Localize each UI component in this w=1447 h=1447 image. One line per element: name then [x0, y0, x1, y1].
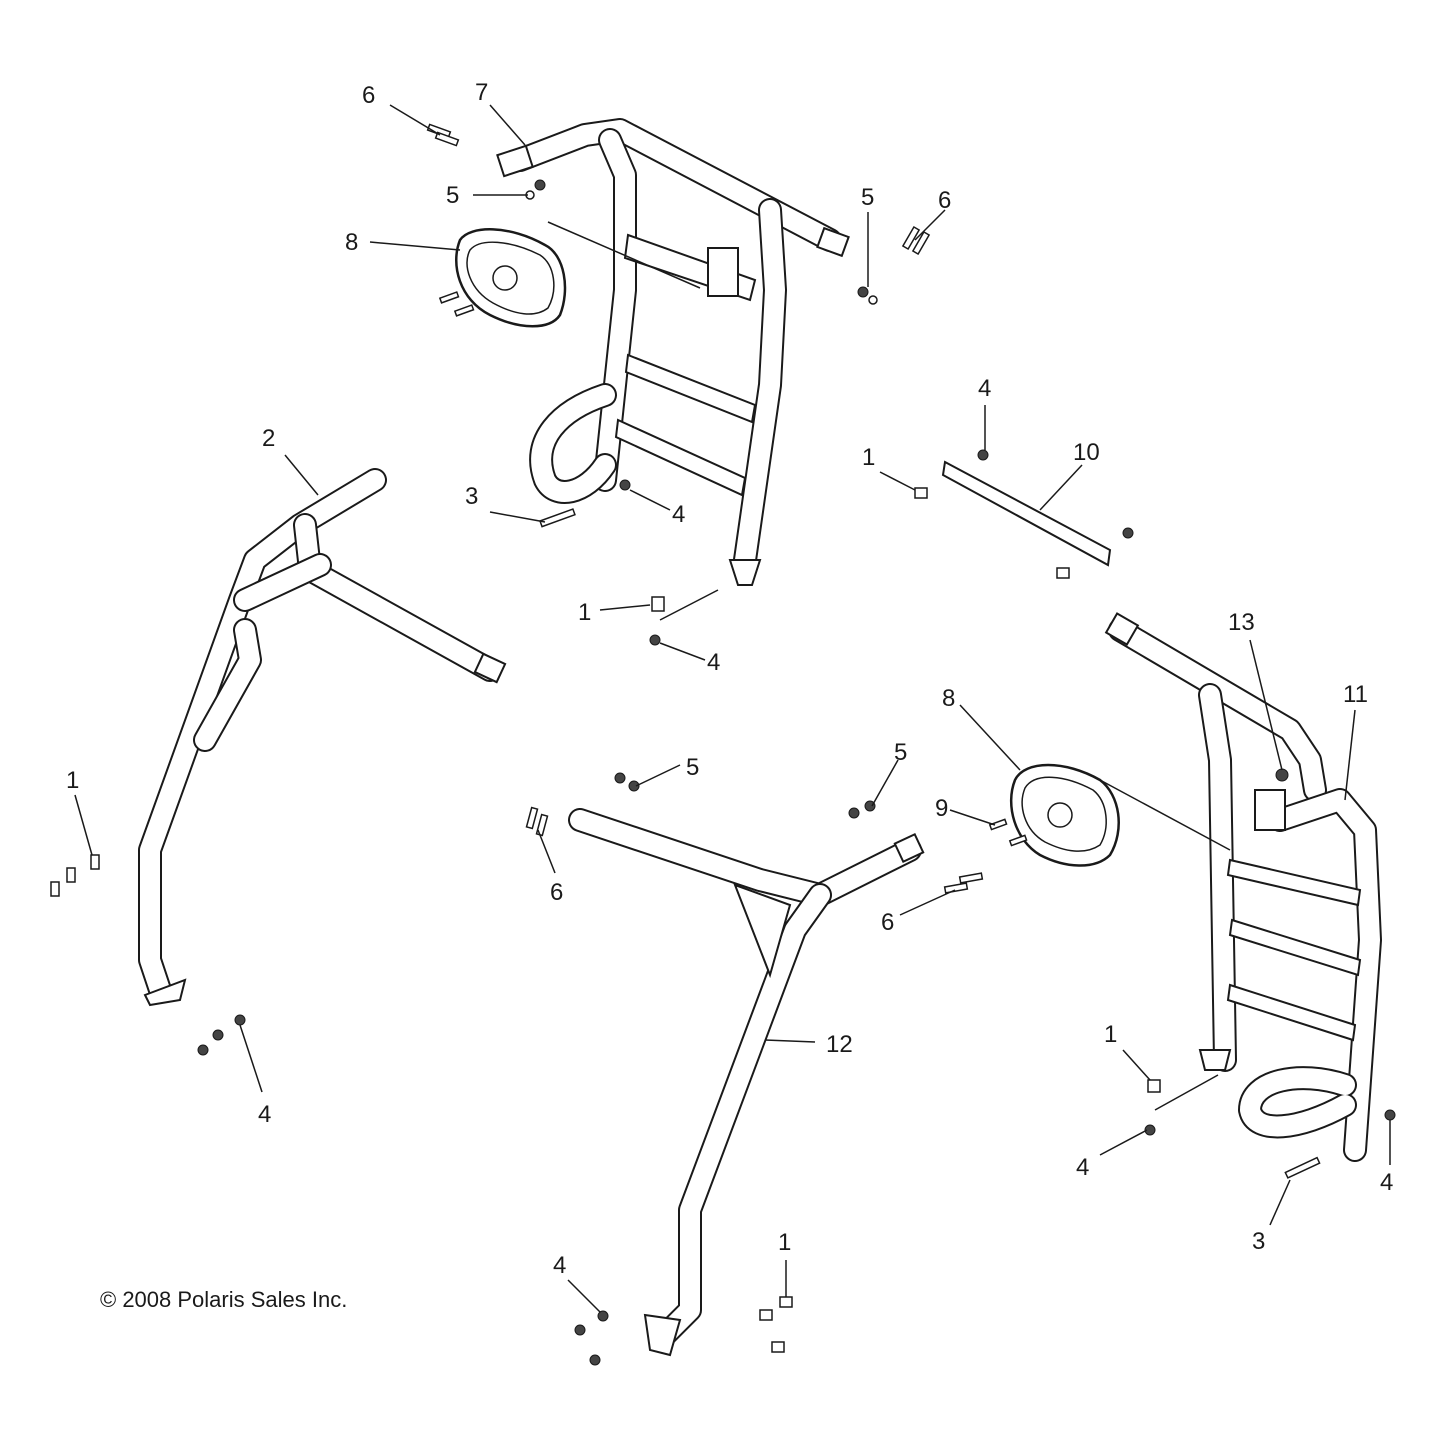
callout-8: 8	[942, 685, 955, 712]
callout-4: 4	[258, 1101, 271, 1128]
callout-1: 1	[578, 599, 591, 626]
callout-12: 12	[826, 1031, 853, 1058]
callout-3: 3	[465, 483, 478, 510]
callout-4: 4	[672, 501, 685, 528]
callout-5: 5	[861, 184, 874, 211]
callout-1: 1	[862, 444, 875, 471]
leader-lines	[74, 104, 1391, 1313]
callout-1: 1	[1104, 1021, 1117, 1048]
callout-9: 9	[935, 795, 948, 822]
callout-2: 2	[262, 425, 275, 452]
callout-5: 5	[894, 739, 907, 766]
seat-pad-8-upper	[455, 228, 567, 328]
front-y-bar-12	[568, 808, 925, 1357]
callout-11: 11	[1343, 681, 1368, 708]
side-roll-bar-2	[138, 468, 507, 1007]
rear-roll-bar-7	[496, 118, 850, 586]
brace-bar-10	[941, 460, 1112, 567]
callout-6: 6	[550, 879, 563, 906]
hardware	[50, 123, 1396, 1366]
callout-5: 5	[446, 182, 459, 209]
callout-10: 10	[1073, 439, 1100, 466]
callout-4: 4	[1076, 1154, 1089, 1181]
callout-4: 4	[707, 649, 720, 676]
callout-6: 6	[362, 82, 375, 109]
copyright-notice: © 2008 Polaris Sales Inc.	[100, 1287, 348, 1312]
callout-6: 6	[938, 187, 951, 214]
callout-4: 4	[978, 375, 991, 402]
callout-6: 6	[881, 909, 894, 936]
right-roll-bar-11	[1104, 612, 1382, 1162]
callout-4: 4	[553, 1252, 566, 1279]
callout-labels: 6 7 5 8 5 6 2 3 4 4 1 10 1 4 13 11 8 5 5…	[66, 79, 1393, 1279]
callout-13: 13	[1228, 609, 1255, 636]
callout-4: 4	[1380, 1169, 1393, 1196]
callout-3: 3	[1252, 1228, 1265, 1255]
callout-1: 1	[66, 767, 79, 794]
callout-5: 5	[686, 754, 699, 781]
seat-pad-8-lower	[1010, 763, 1231, 867]
callout-7: 7	[475, 79, 488, 106]
callout-1: 1	[778, 1229, 791, 1256]
callout-8: 8	[345, 229, 358, 256]
